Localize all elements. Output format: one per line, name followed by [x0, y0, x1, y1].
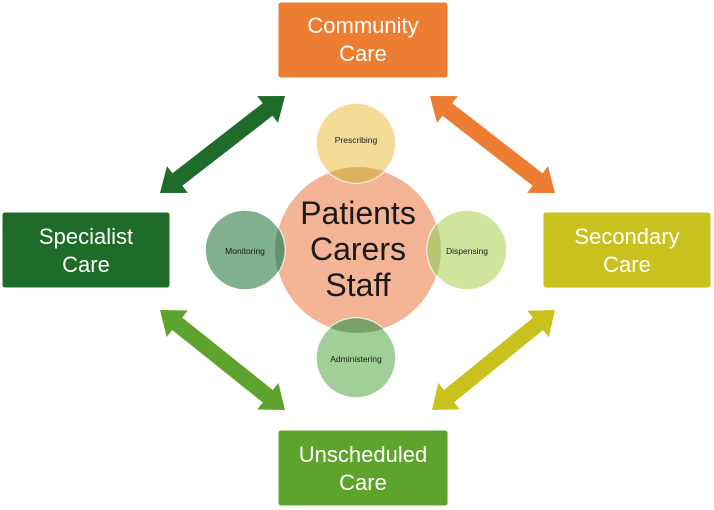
arrow-specialist-unscheduled [160, 310, 285, 410]
box-community-care: Community Care [277, 1, 449, 79]
arrow-secondary-unscheduled [432, 310, 555, 410]
secondary-care-line2: Care [603, 252, 651, 277]
box-specialist-care: Specialist Care [1, 211, 171, 289]
unscheduled-care-line1: Unscheduled [299, 442, 427, 467]
label-monitoring: Monitoring [225, 246, 265, 256]
unscheduled-care-line2: Care [339, 470, 387, 495]
community-care-line1: Community [307, 13, 418, 38]
label-prescribing: Prescribing [335, 135, 378, 145]
label-dispensing: Dispensing [446, 246, 488, 256]
community-care-line2: Care [339, 41, 387, 66]
box-secondary-care: Secondary Care [542, 211, 712, 289]
specialist-care-line1: Specialist [39, 224, 133, 249]
center-line-carers: Carers [310, 231, 406, 267]
center-line-patients: Patients [300, 195, 416, 231]
secondary-care-line1: Secondary [574, 224, 679, 249]
box-unscheduled-care: Unscheduled Care [277, 429, 449, 507]
label-administering: Administering [330, 354, 382, 364]
specialist-care-line2: Care [62, 252, 110, 277]
arrow-community-secondary [430, 96, 555, 193]
arrow-community-specialist [160, 96, 285, 193]
center-line-staff: Staff [325, 267, 390, 303]
